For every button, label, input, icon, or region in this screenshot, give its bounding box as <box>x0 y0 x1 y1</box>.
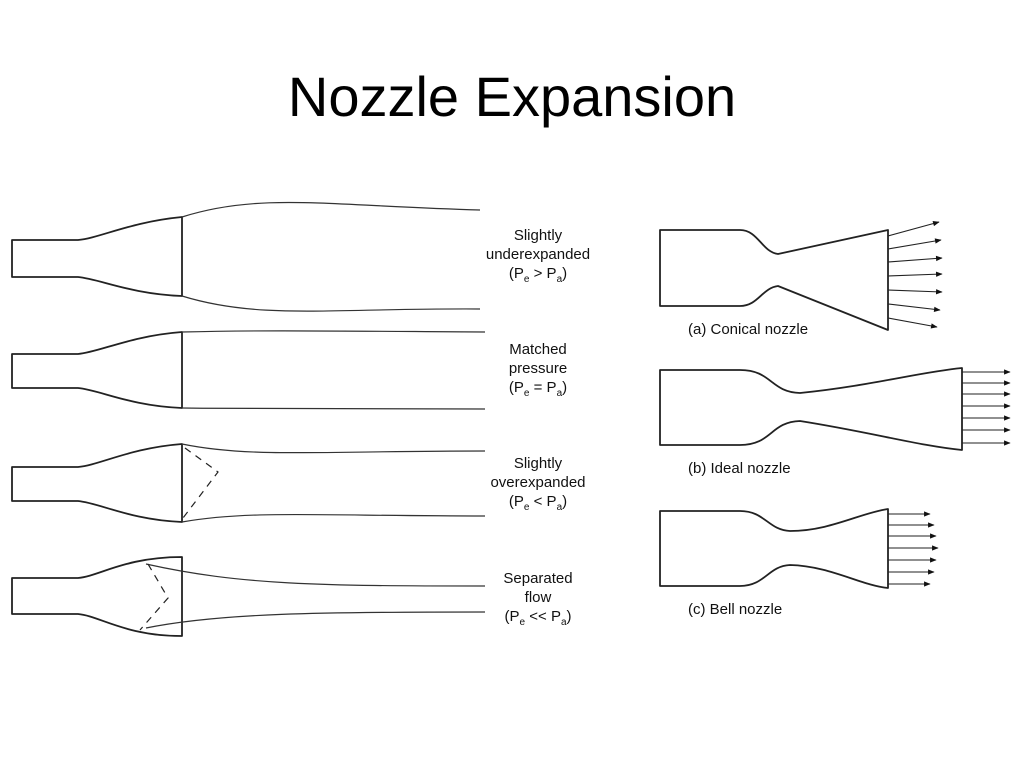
bell-nozzle <box>659 508 939 589</box>
slide-title: Nozzle Expansion <box>287 65 737 128</box>
caption-conical-nozzle: (a) Conical nozzle <box>688 321 809 338</box>
nozzle-separated <box>11 556 486 637</box>
regime-label-separated: Separated flow (Pe << Pa) <box>503 570 573 628</box>
caption-ideal-nozzle: (b) Ideal nozzle <box>688 460 791 477</box>
caption-bell-nozzle: (c) Bell nozzle <box>688 601 783 618</box>
shock-wave <box>182 447 219 519</box>
shock-wave <box>139 563 169 631</box>
nozzle-matched <box>11 330 486 410</box>
nozzle-overexpanded <box>11 443 486 523</box>
regime-label-underexpanded: Slightly underexpanded (Pe > Pa) <box>485 227 591 285</box>
regime-label-overexpanded: Slightly overexpanded (Pe < Pa) <box>490 455 586 513</box>
nozzle-underexpanded <box>11 201 481 312</box>
ideal-nozzle <box>659 367 1011 451</box>
conical-nozzle <box>659 221 943 331</box>
regime-label-matched: Matched pressure (Pe = Pa) <box>508 341 568 399</box>
